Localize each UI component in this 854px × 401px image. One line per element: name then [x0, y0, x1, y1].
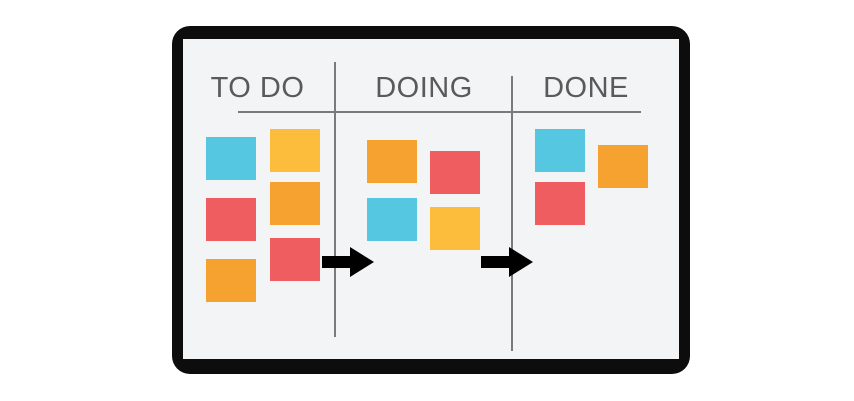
sticky-note-orange	[367, 140, 417, 183]
sticky-note-yellow	[430, 207, 480, 250]
header-rule	[238, 111, 641, 113]
column-title-doing: DOING	[375, 72, 473, 104]
column-divider	[511, 76, 513, 351]
column-divider	[334, 62, 336, 337]
sticky-note-orange	[270, 182, 320, 225]
sticky-note-blue	[535, 129, 585, 172]
sticky-note-red	[206, 198, 256, 241]
sticky-note-blue	[367, 198, 417, 241]
sticky-note-orange	[206, 259, 256, 302]
sticky-note-red	[270, 238, 320, 281]
arrow-right-icon	[481, 247, 533, 277]
sticky-note-yellow	[270, 129, 320, 172]
sticky-note-red	[535, 182, 585, 225]
column-title-todo: TO DO	[210, 72, 305, 104]
column-title-done: DONE	[543, 72, 629, 104]
arrow-right-icon	[322, 247, 374, 277]
sticky-note-orange	[598, 145, 648, 188]
board-surface	[183, 39, 679, 359]
sticky-note-blue	[206, 137, 256, 180]
sticky-note-red	[430, 151, 480, 194]
